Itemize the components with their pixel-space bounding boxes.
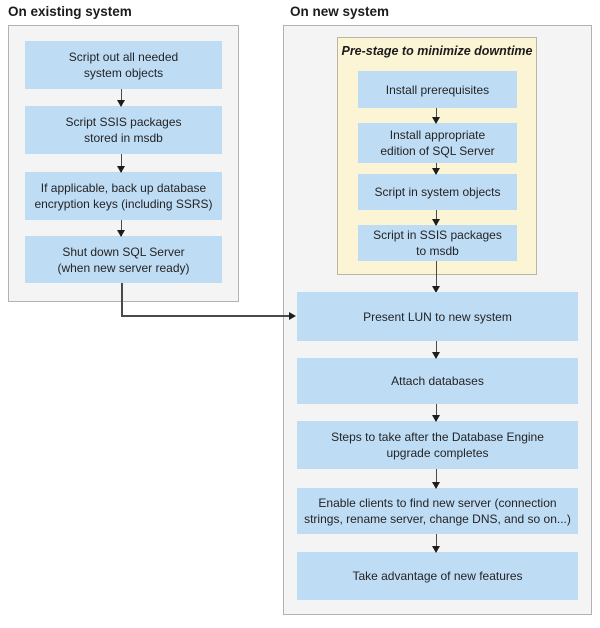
node-present-lun: Present LUN to new system: [297, 292, 578, 341]
node-script-in-ssis-packages: Script in SSIS packages to msdb: [358, 225, 517, 261]
arrow-down-icon: [432, 341, 441, 359]
node-script-out-system-objects: Script out all needed system objects: [25, 41, 222, 89]
arrow-down-icon: [432, 163, 441, 175]
existing-system-header: On existing system: [8, 4, 132, 19]
node-attach-databases: Attach databases: [297, 358, 578, 404]
node-enable-clients: Enable clients to find new server (conne…: [297, 488, 578, 534]
node-post-upgrade-steps: Steps to take after the Database Engine …: [297, 421, 578, 469]
arrow-down-icon: [117, 89, 126, 107]
arrow-down-icon: [432, 534, 441, 553]
prestage-title: Pre-stage to minimize downtime: [341, 44, 533, 58]
elbow-connector-horizontal: [121, 315, 290, 317]
arrow-down-icon: [432, 469, 441, 489]
arrow-down-icon: [117, 220, 126, 237]
arrow-down-icon: [432, 108, 441, 124]
node-shut-down-sql-server: Shut down SQL Server (when new server re…: [25, 236, 222, 283]
arrow-down-icon: [117, 154, 126, 173]
arrow-down-icon: [432, 261, 441, 293]
node-install-sql-server-edition: Install appropriate edition of SQL Serve…: [358, 123, 517, 163]
node-script-ssis-packages: Script SSIS packages stored in msdb: [25, 106, 222, 154]
new-system-header: On new system: [290, 4, 390, 19]
elbow-connector-vertical: [121, 283, 123, 316]
node-install-prerequisites: Install prerequisites: [358, 71, 517, 108]
arrow-down-icon: [432, 404, 441, 422]
arrow-down-icon: [432, 210, 441, 226]
node-backup-encryption-keys: If applicable, back up database encrypti…: [25, 172, 222, 220]
node-script-in-system-objects: Script in system objects: [358, 174, 517, 210]
arrow-right-icon: [289, 312, 296, 320]
node-take-advantage-new-features: Take advantage of new features: [297, 552, 578, 600]
